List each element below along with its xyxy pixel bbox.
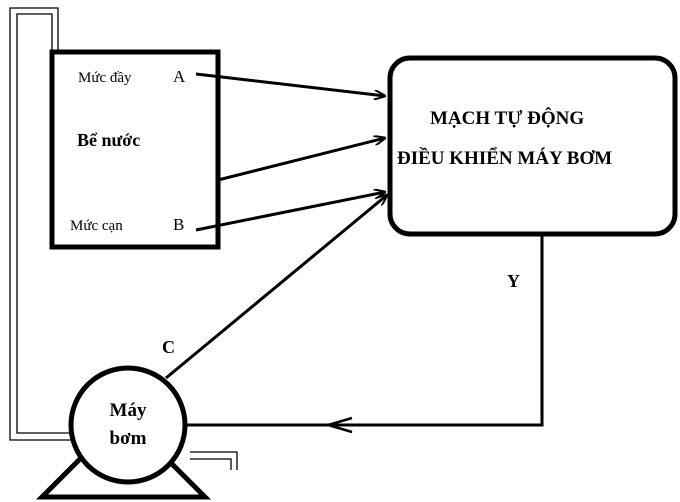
tank-full-label: Mức đầy — [78, 70, 132, 86]
signal-line-c — [165, 195, 387, 380]
tank-low-point: B — [173, 215, 184, 234]
signal-line-y — [185, 234, 544, 427]
tank-full-point: A — [173, 67, 186, 86]
controller-title-line1: MẠCH TỰ ĐỘNG — [430, 107, 584, 129]
water-pipe — [9, 7, 238, 470]
signal-y-arrowhead — [323, 416, 353, 434]
pump-sensor-point: C — [162, 337, 175, 357]
pump-body — [68, 365, 188, 485]
controller-title-line2: ĐIỀU KHIỂN MÁY BƠM — [397, 147, 612, 169]
signal-line-b — [195, 192, 385, 232]
signal-line-a — [195, 72, 385, 96]
pump-label-line1: Máy — [110, 400, 147, 421]
output-signal-label: Y — [507, 271, 520, 291]
water-tank — [49, 49, 221, 250]
tank-title: Bể nước — [77, 130, 140, 150]
tank-low-label: Mức cạn — [70, 218, 123, 234]
controller-box — [387, 55, 678, 237]
signal-line-tank — [217, 138, 385, 182]
pump-label-line2: bơm — [110, 428, 147, 449]
